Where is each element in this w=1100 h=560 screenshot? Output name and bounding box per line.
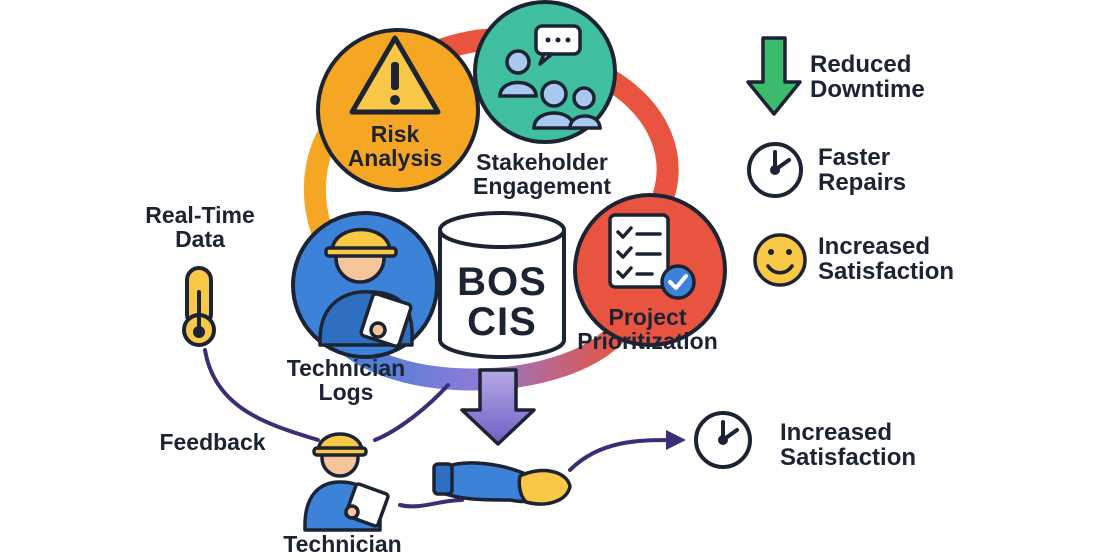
stakeholder-engagement-label-line2: Engagement: [472, 173, 612, 200]
database-icon: [438, 211, 566, 359]
faster-repairs-label-line1: Faster: [818, 144, 891, 171]
clock-icon: [747, 142, 803, 198]
center-database-label: BOS CIS: [442, 262, 562, 342]
checklist-icon: [608, 213, 696, 300]
risk-analysis-label-line1: Risk: [370, 121, 420, 147]
node-project-prioritization: [573, 193, 727, 347]
bottom-increased-satisfaction-label-line1: Increased: [780, 419, 893, 446]
connector-real-time-to-technician: [203, 348, 320, 442]
handshake-icon: [432, 461, 572, 506]
project-prioritization-label: Project Prioritization: [570, 305, 725, 353]
reduced-downtime-icon: [746, 36, 802, 116]
center-database-label-line2: CIS: [467, 300, 537, 344]
bottom-increased-satisfaction-label: Increased Satisfaction: [780, 419, 917, 472]
technician-logs-label-line1: Technician: [286, 355, 406, 381]
stakeholder-engagement-label: Stakeholder Engagement: [462, 150, 622, 198]
connector-technician-to-logs: [373, 383, 450, 442]
center-database-label-line1: BOS: [457, 260, 547, 304]
reduced-downtime-label-line1: Reduced: [810, 51, 912, 78]
down-arrow-icon: [460, 368, 536, 446]
technician-label: Technician: [283, 531, 402, 557]
risk-analysis-label: Risk Analysis: [345, 122, 445, 170]
stakeholder-engagement-label-line1: Stakeholder: [476, 149, 608, 175]
reduced-downtime-label-line2: Downtime: [810, 76, 925, 104]
warning-triangle-icon: [349, 35, 441, 115]
technician-logs-label: Technician Logs: [276, 356, 416, 404]
technician-tablet-icon: [318, 227, 414, 348]
ring-segment-red: [599, 69, 679, 216]
feedback-label: Feedback: [159, 429, 266, 455]
real-time-data-label-line1: Real-Time: [145, 202, 255, 228]
reduced-downtime-label: Reduced Downtime: [810, 51, 925, 104]
real-time-data-label-line2: Data: [175, 226, 225, 253]
faster-repairs-label-line2: Repairs: [818, 169, 907, 197]
increased-satisfaction-label: Increased Satisfaction: [818, 233, 955, 286]
arrowhead-to-satisfaction: [666, 430, 686, 450]
bottom-increased-satisfaction-label-line2: Satisfaction: [780, 444, 917, 472]
node-technician-logs: [291, 211, 439, 359]
project-prioritization-label-line2: Prioritization: [577, 328, 718, 355]
technician-clipboard-icon: [303, 432, 390, 532]
real-time-data-label: Real-Time Data: [120, 203, 280, 251]
technician-logs-label-line2: Logs: [318, 379, 374, 406]
connector-handshake-to-satisfaction: [568, 438, 674, 472]
project-prioritization-label-line1: Project: [608, 304, 687, 330]
smiley-icon: [753, 233, 807, 287]
people-chat-icon: [498, 24, 602, 130]
bottom-clock-icon: [694, 411, 752, 469]
risk-analysis-label-line2: Analysis: [347, 145, 443, 172]
increased-satisfaction-label-line1: Increased: [818, 233, 931, 260]
node-risk-analysis: [316, 28, 480, 192]
thermometer-icon: [182, 266, 216, 347]
connectors: [203, 348, 674, 509]
node-stakeholder-engagement: [473, 0, 617, 144]
faster-repairs-label: Faster Repairs: [818, 144, 907, 197]
increased-satisfaction-label-line2: Satisfaction: [818, 258, 955, 286]
connector-technician-to-handshake: [398, 498, 464, 509]
